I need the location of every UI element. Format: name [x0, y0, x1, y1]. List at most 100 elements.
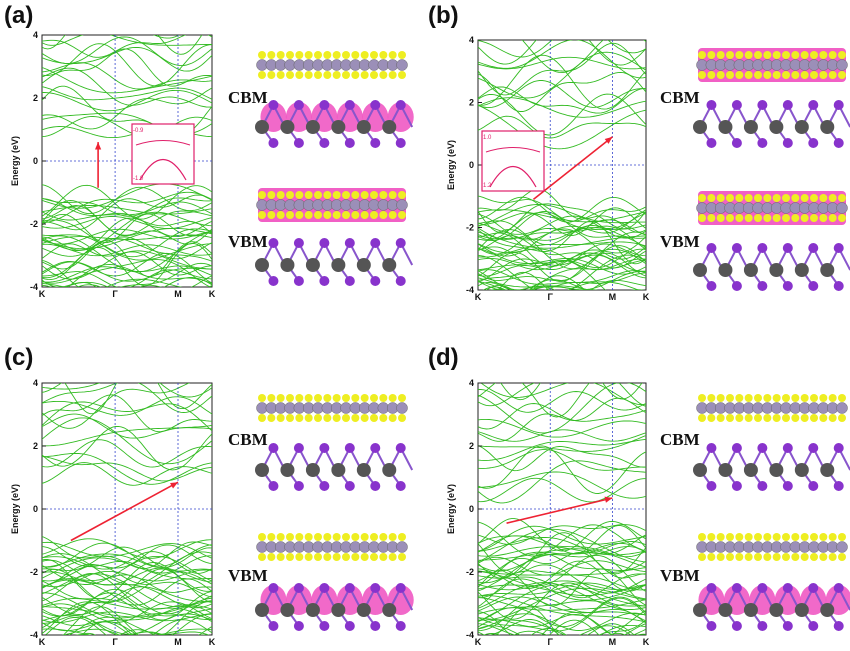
conduction-band-16	[480, 383, 570, 398]
atom-s-top	[800, 533, 809, 541]
atom-s-top	[782, 51, 790, 59]
atom-s-bottom	[698, 553, 706, 561]
panel-label-b: (b)	[428, 2, 459, 29]
atom-purple	[293, 583, 304, 593]
valence-band-50	[530, 627, 567, 635]
atom-s-bottom	[323, 211, 332, 219]
atom-s-bottom	[754, 553, 762, 561]
atom-s-top	[828, 533, 837, 541]
atom-s-top	[295, 394, 304, 402]
atom-s-top	[388, 191, 397, 199]
atom-s-bottom	[342, 414, 350, 422]
atom-gray	[693, 263, 707, 277]
valence-band-18	[42, 219, 212, 261]
atom-s-bottom	[735, 414, 744, 422]
gap-arrow	[532, 136, 613, 201]
ytick-label-3: 2	[469, 441, 474, 451]
atom-s-top	[360, 51, 369, 59]
valence-band-3	[478, 521, 646, 557]
conduction-band-4	[42, 425, 212, 471]
atom-gray	[820, 263, 835, 277]
atom-purple	[757, 443, 768, 453]
atom-s-bottom	[744, 414, 753, 422]
atom-s-bottom	[782, 214, 790, 222]
atom-gray	[280, 463, 295, 477]
atom-s-top	[716, 194, 725, 202]
atom-s-top	[323, 533, 332, 541]
atom-gray	[305, 463, 320, 477]
valence-band-10	[42, 555, 212, 585]
atom-s-top	[370, 191, 378, 199]
atom-s-bottom	[286, 211, 294, 219]
conduction-band-4	[478, 449, 646, 471]
valence-band-38	[497, 271, 646, 290]
atom-s-top	[707, 394, 716, 402]
valence-band-44	[482, 286, 599, 290]
valence-band-1	[478, 196, 646, 223]
ytick-label-3: 2	[469, 98, 474, 108]
structure-a-vbm-top	[256, 188, 408, 222]
atom-purple	[370, 583, 381, 593]
ytick-label-2: 0	[33, 156, 38, 166]
conduction-band-9	[42, 62, 212, 90]
valence-band-5	[42, 204, 212, 215]
atom-s-bottom	[726, 553, 734, 561]
atom-s-bottom	[398, 71, 406, 79]
atom-s-top	[370, 51, 378, 59]
atom-s-top	[398, 191, 406, 199]
valence-band-37	[478, 277, 581, 290]
atom-s-top	[295, 191, 304, 199]
atom-s-top	[286, 533, 294, 541]
atom-s-bottom	[295, 211, 304, 219]
atom-s-top	[323, 394, 332, 402]
valence-band-48	[478, 625, 521, 635]
atom-s-bottom	[810, 553, 818, 561]
valence-band-43	[478, 282, 556, 290]
vbm-label-a: VBM	[228, 232, 268, 251]
valence-band-47	[42, 639, 212, 651]
atom-s-bottom	[744, 71, 753, 79]
ytick-label-2: 0	[33, 504, 38, 514]
valence-band-31	[478, 587, 646, 621]
atom-s-bottom	[772, 214, 781, 222]
atom-s-bottom	[295, 71, 304, 79]
atom-s-bottom	[698, 414, 706, 422]
atom-s-top	[782, 394, 790, 402]
atom-s-bottom	[716, 414, 725, 422]
valence-band-23	[478, 580, 646, 591]
valence-band-36	[42, 615, 212, 635]
ytick-label-4: 4	[469, 378, 474, 388]
xtick-label-1: Γ	[112, 289, 118, 299]
valence-band-51	[478, 638, 646, 651]
atom-purple	[782, 443, 793, 453]
atom-metal	[396, 59, 408, 71]
atom-purple	[319, 100, 330, 110]
atom-purple	[395, 583, 406, 593]
valence-band-44	[478, 614, 613, 635]
atom-purple	[706, 281, 717, 291]
atom-s-bottom	[698, 214, 706, 222]
valence-band-30	[478, 254, 646, 283]
atom-s-bottom	[258, 553, 266, 561]
atom-gray	[382, 463, 397, 477]
atom-s-bottom	[791, 214, 800, 222]
valence-band-7	[42, 546, 212, 572]
valence-band-48	[42, 638, 212, 651]
atom-s-top	[810, 533, 818, 541]
atom-s-top	[763, 194, 772, 202]
atom-purple	[268, 276, 279, 286]
xtick-label-3: K	[643, 637, 650, 647]
atom-s-bottom	[716, 71, 725, 79]
y-axis-label: Energy (eV)	[10, 136, 20, 186]
valence-band-39	[42, 628, 212, 635]
inset-band-upper	[135, 140, 191, 146]
ytick-label-3: 2	[33, 93, 38, 103]
conduction-band-6	[478, 438, 646, 461]
atom-gray	[356, 120, 371, 134]
valence-band-16	[42, 574, 212, 593]
atom-s-top	[800, 194, 809, 202]
atom-s-top	[351, 533, 360, 541]
atom-gray	[769, 603, 784, 617]
conduction-band-1	[42, 455, 212, 482]
valence-band-52	[478, 646, 646, 651]
